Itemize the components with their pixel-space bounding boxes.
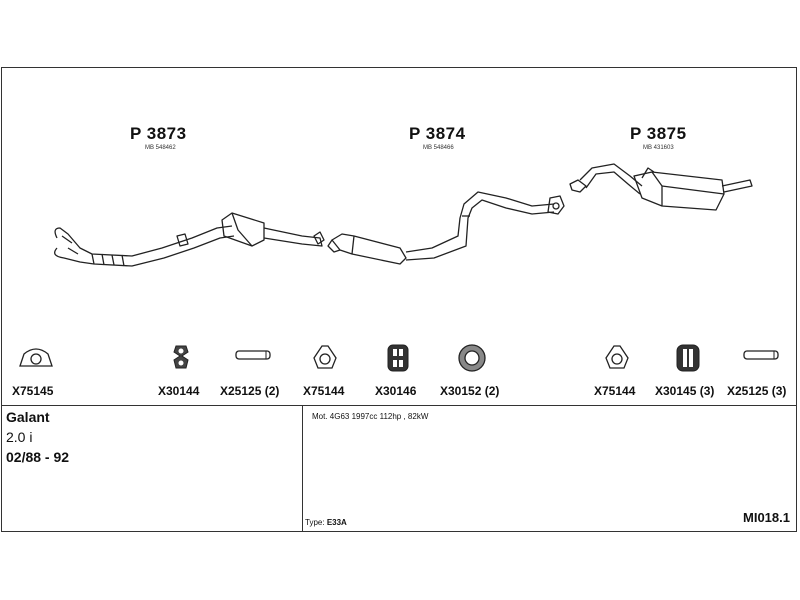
fitting-code: X30152 (2)	[440, 384, 500, 398]
rubber-mount-icon	[387, 344, 409, 372]
flange-gasket-icon	[605, 345, 629, 369]
front-pipe-p3873	[54, 212, 325, 267]
part-number-p3875: P 3875	[630, 124, 687, 143]
table-divider-horizontal	[2, 405, 796, 406]
table-divider-vertical	[302, 405, 303, 532]
flange-gasket-icon	[19, 348, 53, 367]
vehicle-years: 02/88 - 92	[6, 449, 70, 465]
part-number-p3873: P 3873	[130, 124, 187, 143]
fitting-code: X25125 (3)	[727, 384, 787, 398]
fitting-code: X75144	[594, 384, 636, 398]
part-ref-p3875: MB 431603	[643, 145, 674, 151]
vehicle-model: Galant	[6, 409, 50, 425]
part-number-p3874: P 3874	[409, 124, 466, 143]
fitting-code: X30146	[375, 384, 417, 398]
fitting-code: X75145	[12, 384, 54, 398]
diagram-code: MI018.1	[743, 510, 790, 525]
fitting-code: X30144	[158, 384, 200, 398]
type-label: Type:	[305, 518, 325, 527]
clamp-sleeve-icon	[743, 350, 779, 360]
flange-gasket-icon	[313, 345, 337, 369]
ring-gasket-icon	[458, 344, 486, 372]
rubber-mount-icon	[676, 344, 700, 372]
vehicle-type: Type: E33A	[305, 518, 347, 527]
rubber-hanger-icon	[173, 345, 189, 369]
centre-pipe-p3874	[327, 191, 565, 265]
part-ref-p3874: MB 548466	[423, 145, 454, 151]
part-ref-p3873: MB 548462	[145, 145, 176, 151]
type-value: E33A	[326, 518, 347, 527]
fitting-code: X30145 (3)	[655, 384, 715, 398]
vehicle-engine: 2.0 i	[6, 429, 33, 445]
clamp-sleeve-icon	[235, 350, 271, 360]
fitting-code: X75144	[303, 384, 345, 398]
fitting-code: X25125 (2)	[220, 384, 280, 398]
exhaust-system-drawing	[54, 163, 753, 267]
exhaust-diagram-sheet: P 3873 MB 548462 P 3874 MB 548466 P 3875…	[1, 67, 797, 532]
rear-silencer-p3875	[569, 163, 753, 211]
motor-info: Mot. 4G63 1997cc 112hp , 82kW	[312, 412, 429, 421]
